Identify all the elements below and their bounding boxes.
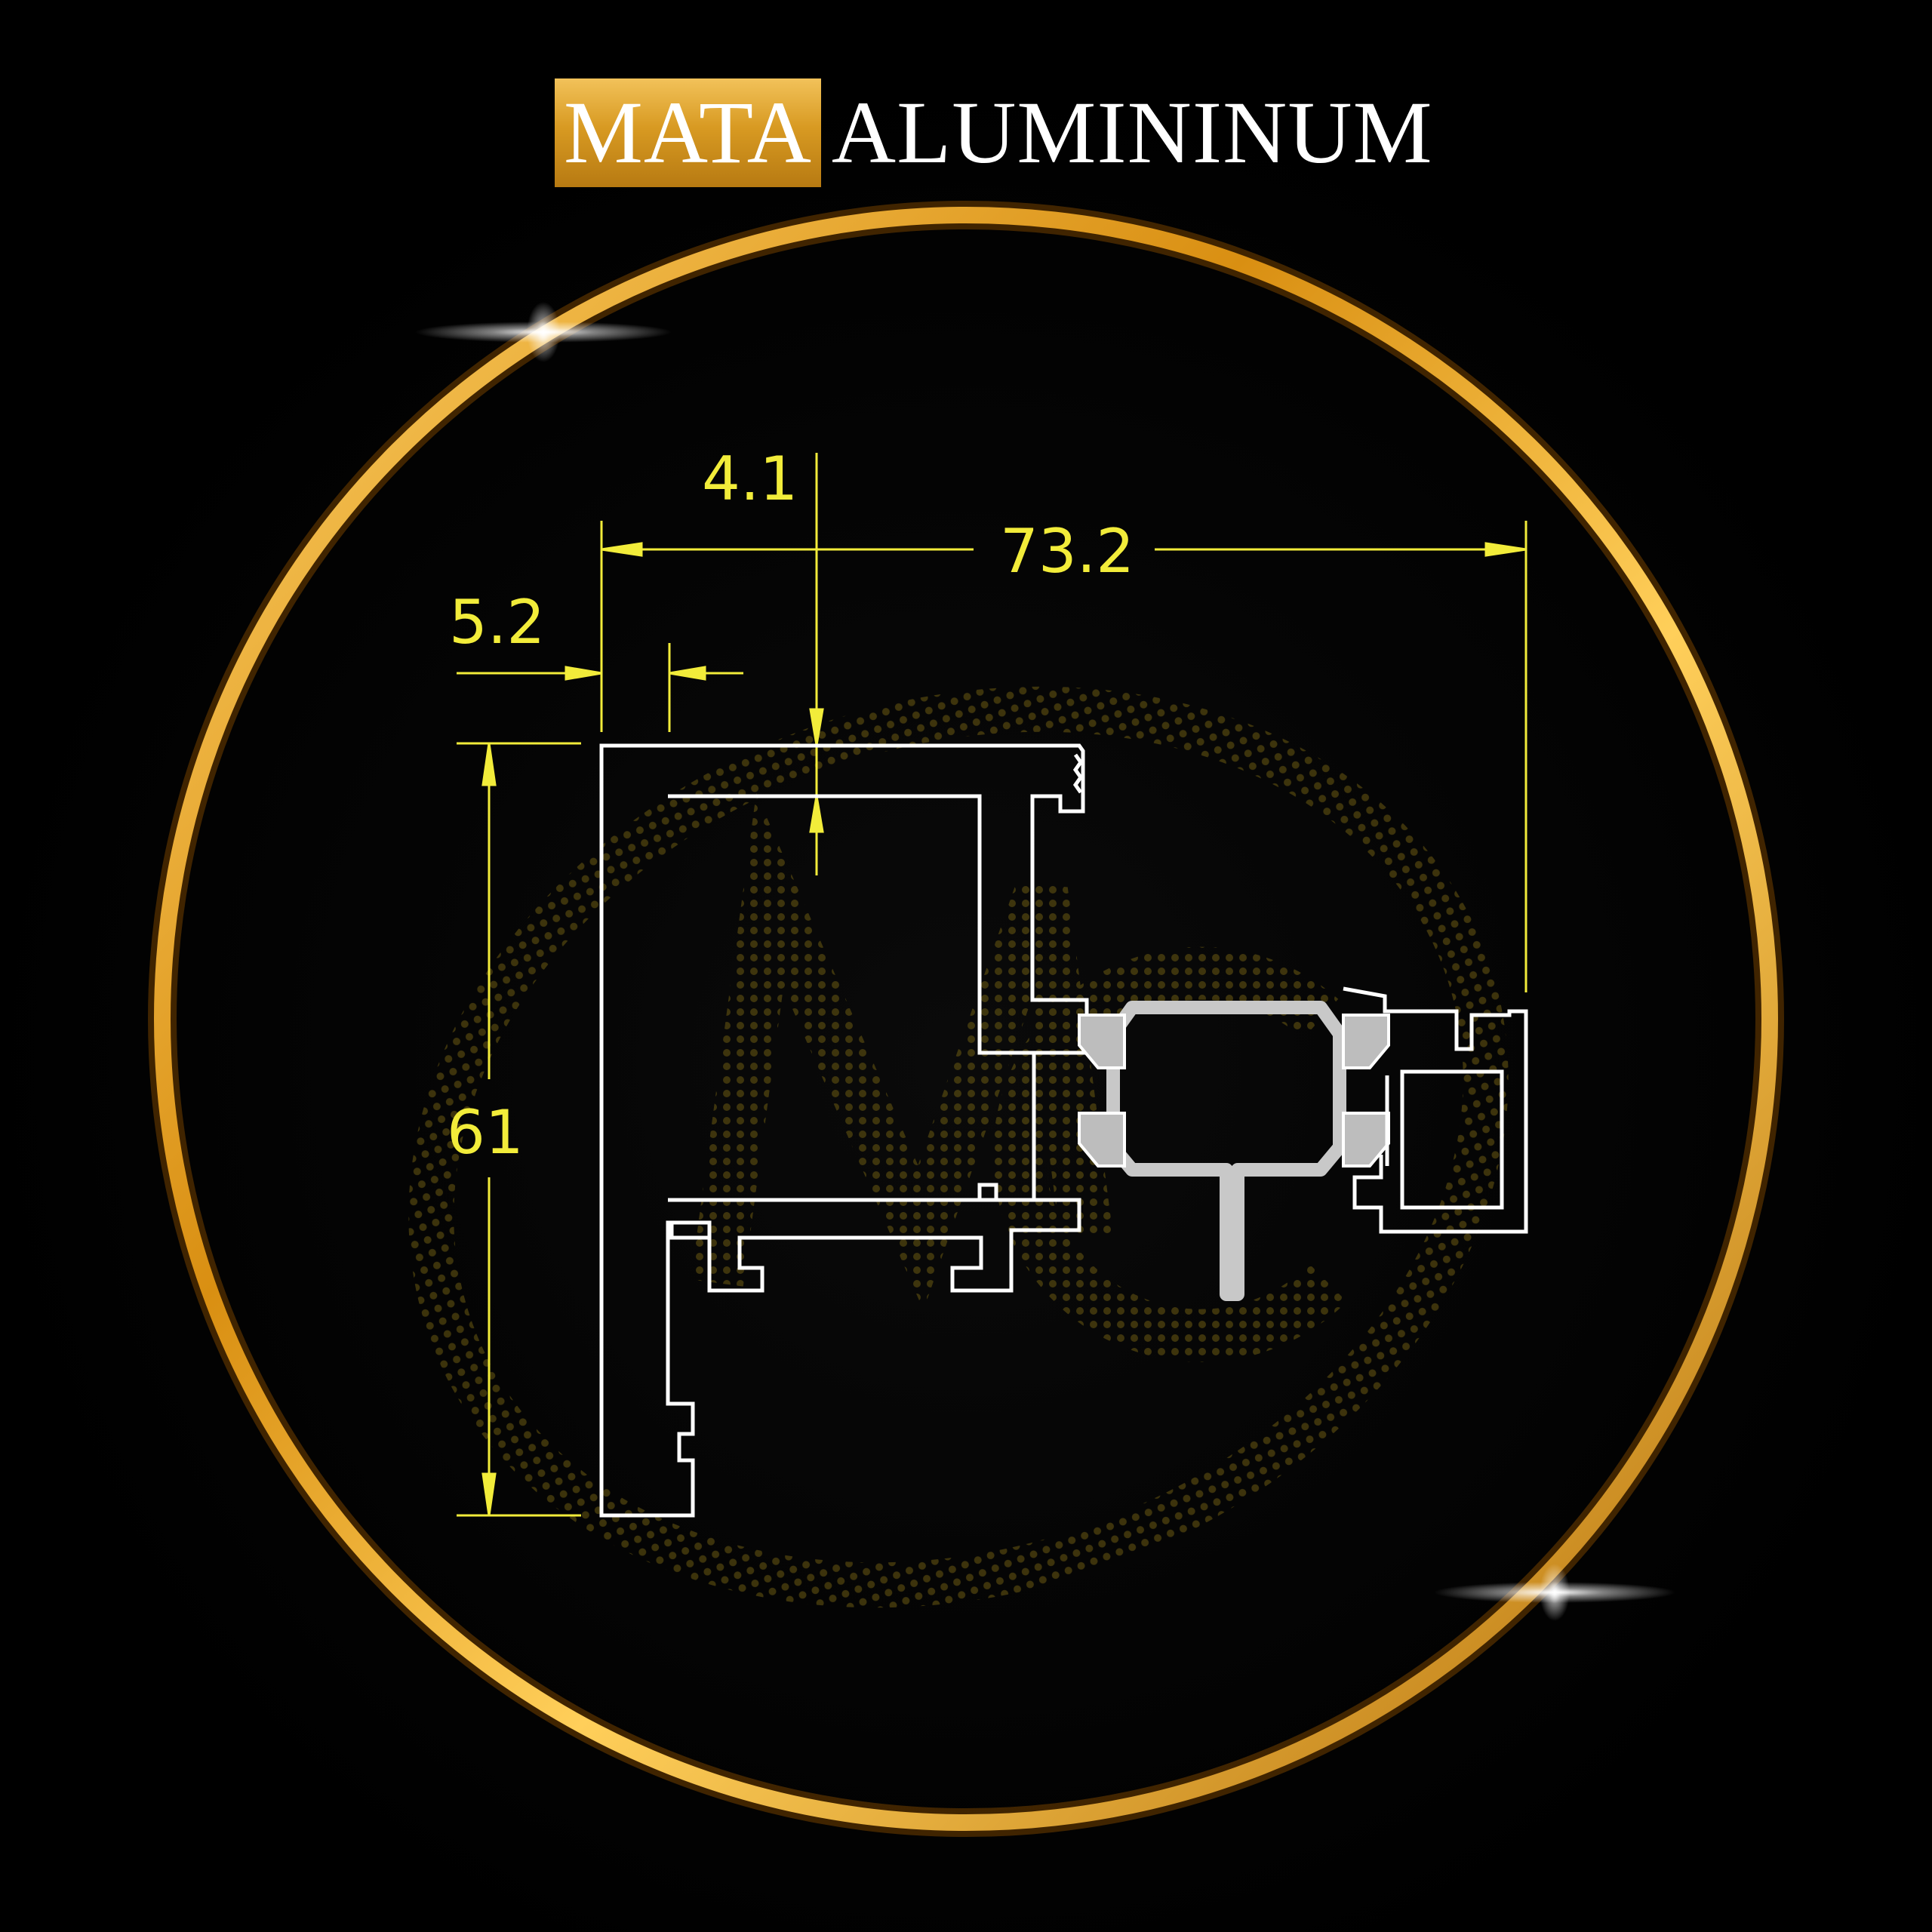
dimension-height: 61 [447, 1097, 524, 1168]
dimension-overall-width: 73.2 [1000, 516, 1134, 586]
brand-logo: MATA ALUMININUM [555, 78, 1433, 187]
dimension-top-wall: 4.1 [702, 444, 798, 514]
aluminium-profile [599, 743, 1089, 1518]
thermal-break [1078, 1001, 1390, 1301]
gold-ring-icon [148, 201, 1784, 1837]
brand-highlight: MATA [555, 78, 821, 187]
dimension-left-wall: 5.2 [449, 587, 545, 657]
dimension-lines [457, 453, 1527, 1517]
right-profile [1343, 986, 1528, 1234]
brand-name: ALUMININUM [831, 83, 1433, 182]
